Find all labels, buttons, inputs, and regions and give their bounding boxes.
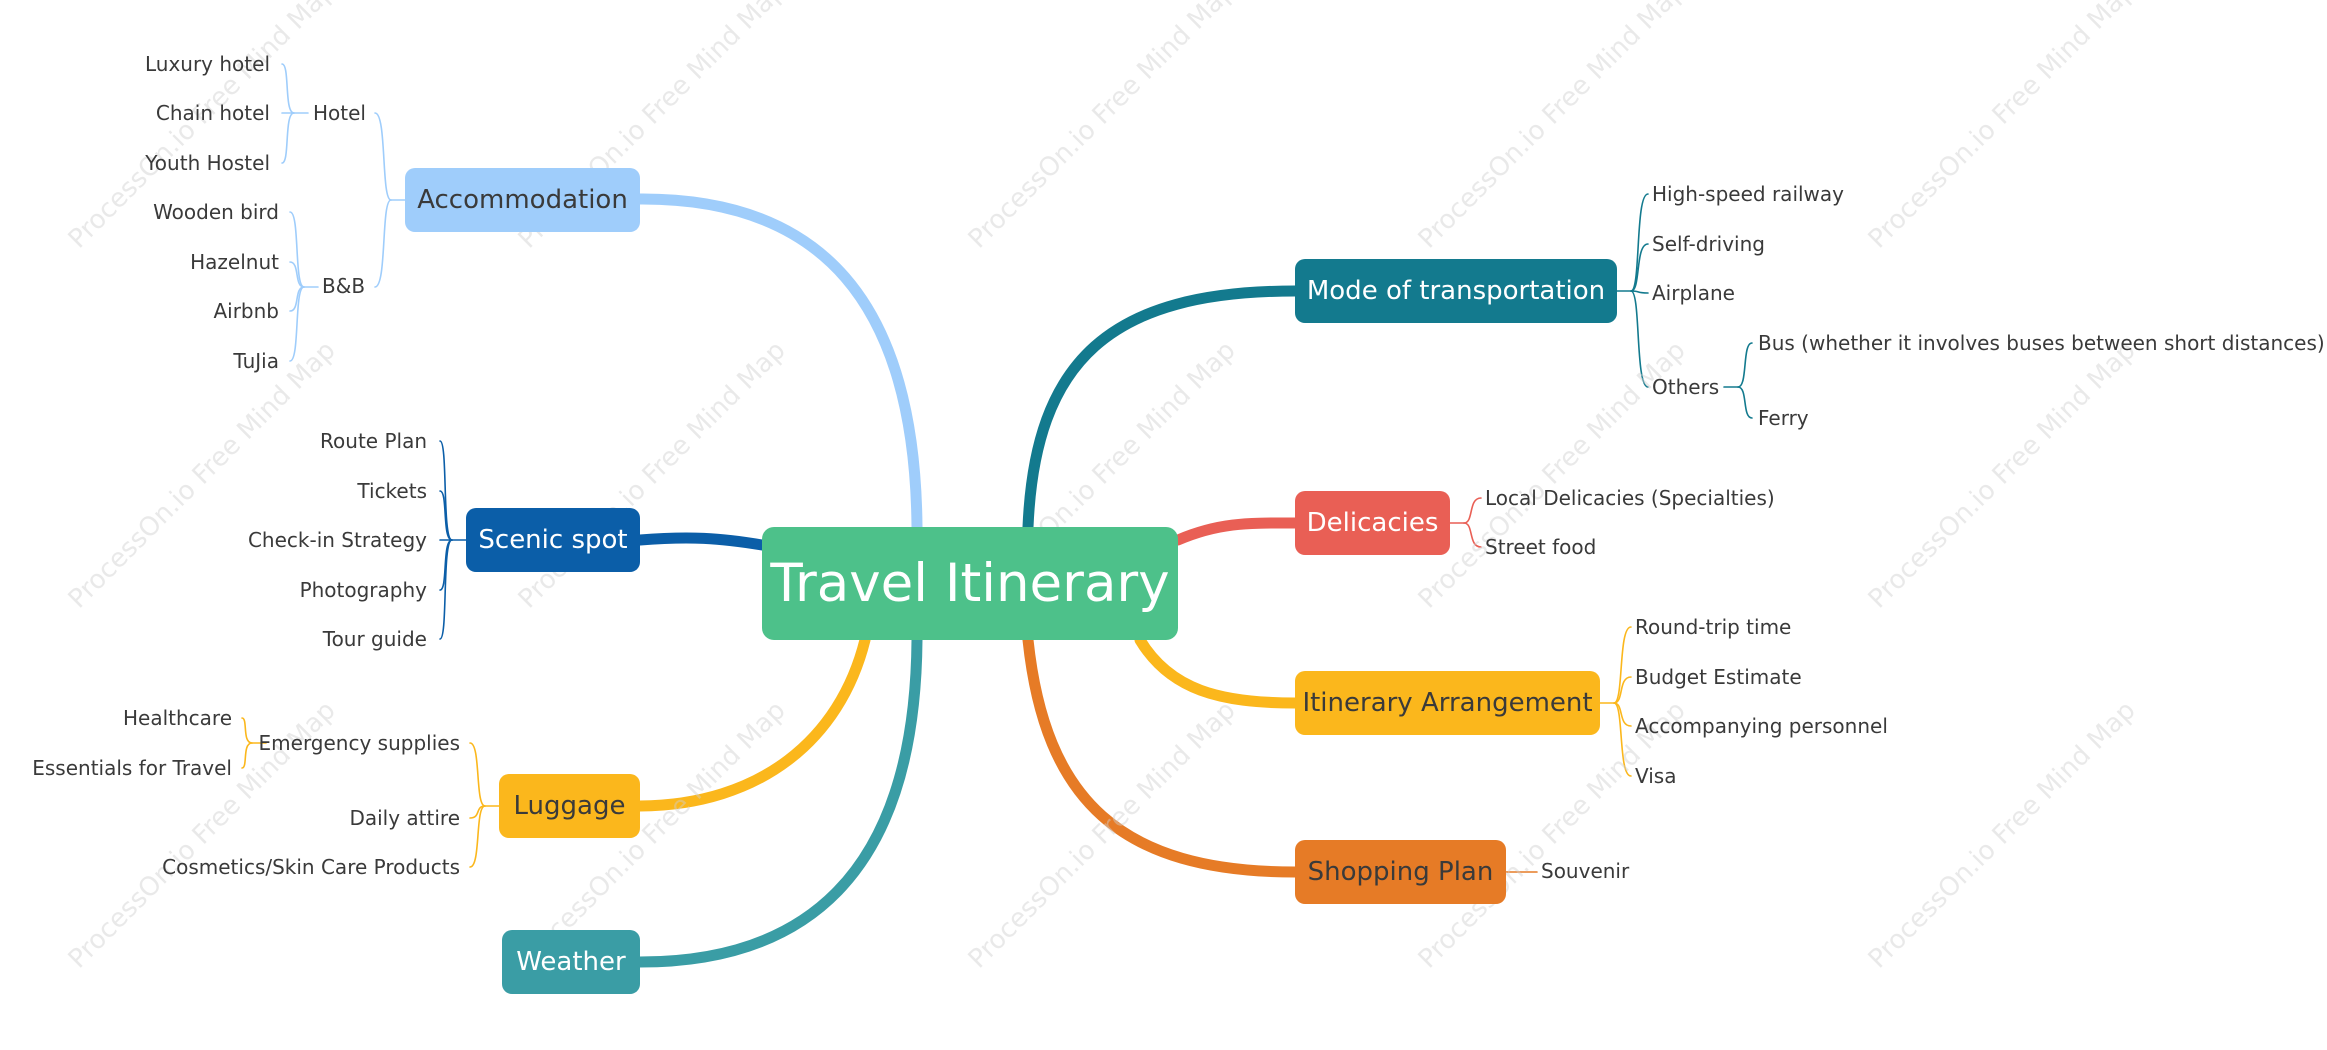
leaf-airplane[interactable]: Airplane	[1652, 281, 1735, 305]
subtopic-hotel[interactable]: Hotel	[313, 101, 366, 125]
fan-accommodation-0	[374, 112, 392, 201]
leaf-budget-estimate[interactable]: Budget Estimate	[1635, 665, 1802, 689]
fan-transport-3	[1630, 290, 1649, 388]
connector-weather	[634, 634, 923, 968]
leaf-local-delicacies[interactable]: Local Delicacies (Specialties)	[1485, 486, 1775, 510]
leaf-round-trip-time[interactable]: Round-trip time	[1635, 615, 1792, 639]
leaf-healthcare[interactable]: Healthcare	[122, 706, 232, 730]
leaf-high-speed-railway[interactable]: High-speed railway	[1652, 182, 1845, 206]
leaf-photography[interactable]: Photography	[299, 578, 427, 602]
fan-emergency-0	[241, 717, 253, 744]
topic-accommodation[interactable]: Accommodation	[405, 168, 640, 232]
leaf-tickets[interactable]: Tickets	[357, 479, 427, 503]
root-topic[interactable]: Travel Itinerary	[762, 527, 1178, 640]
leaf-wooden-bird[interactable]: Wooden bird	[153, 200, 279, 224]
leaf-tujia[interactable]: TuJia	[233, 349, 279, 373]
leaf-check-in-strategy[interactable]: Check-in Strategy	[247, 528, 427, 552]
leaf-souvenir[interactable]: Souvenir	[1541, 859, 1630, 883]
leaf-route-plan[interactable]: Route Plan	[320, 429, 427, 453]
subtopic-others[interactable]: Others	[1652, 375, 1720, 399]
fan-itinerary-3	[1613, 702, 1632, 777]
fan-bnb-2	[289, 286, 305, 312]
leaf-street-food[interactable]: Street food	[1485, 535, 1597, 559]
connector-itinerary	[1134, 634, 1301, 709]
fan-luggage-2	[469, 805, 486, 868]
leaf-ferry[interactable]: Ferry	[1758, 406, 1809, 430]
connector-delicacies	[1172, 517, 1301, 546]
fan-emergency-1	[241, 742, 253, 769]
leaf-bus[interactable]: Bus (whether it involves buses between s…	[1758, 331, 2325, 355]
leaf-essentials-for-travel[interactable]: Essentials for Travel	[32, 756, 232, 780]
connector-shopping	[1022, 634, 1301, 878]
leaf-accompanying-personnel[interactable]: Accompanying personnel	[1635, 714, 1888, 738]
fan-transport-0	[1630, 193, 1649, 292]
leaf-youth-hostel[interactable]: Youth Hostel	[145, 151, 270, 175]
leaf-self-driving[interactable]: Self-driving	[1652, 232, 1765, 256]
topic-shopping-plan[interactable]: Shopping Plan	[1295, 840, 1506, 904]
fan-hotel-2	[281, 112, 295, 164]
topic-delicacies[interactable]: Delicacies	[1295, 491, 1450, 555]
fan-transport-1	[1630, 243, 1649, 292]
topic-mode-of-transportation[interactable]: Mode of transportation	[1295, 259, 1617, 323]
leaf-visa[interactable]: Visa	[1635, 764, 1677, 788]
topic-luggage[interactable]: Luggage	[499, 774, 640, 838]
fan-accommodation-1	[374, 199, 392, 288]
leaf-tour-guide[interactable]: Tour guide	[322, 627, 427, 651]
leaf-daily-attire[interactable]: Daily attire	[349, 806, 460, 830]
fan-delicacies-0	[1463, 497, 1482, 524]
fan-scenic-4	[439, 539, 453, 640]
leaf-airbnb[interactable]: Airbnb	[213, 299, 279, 323]
topic-itinerary-arrangement[interactable]: Itinerary Arrangement	[1295, 671, 1600, 735]
connector-transport	[1022, 285, 1301, 533]
leaf-chain-hotel[interactable]: Chain hotel	[155, 101, 270, 125]
leaf-hazelnut[interactable]: Hazelnut	[190, 250, 279, 274]
topic-scenic-spot[interactable]: Scenic spot	[466, 508, 640, 572]
fan-hotel-0	[281, 63, 295, 114]
leaf-cosmetics-skin-care[interactable]: Cosmetics/Skin Care Products	[162, 855, 460, 879]
subtopic-emergency-supplies[interactable]: Emergency supplies	[258, 731, 460, 755]
fan-itinerary-0	[1613, 626, 1632, 704]
topic-weather[interactable]: Weather	[502, 930, 640, 994]
connector-luggage	[634, 634, 871, 812]
leaf-luxury-hotel[interactable]: Luxury hotel	[144, 52, 270, 76]
connector-scenic	[634, 532, 768, 551]
fan-luggage-0	[469, 742, 486, 807]
fan-transport-2	[1630, 290, 1649, 294]
fan-scenic-0	[439, 440, 453, 541]
fan-others-0	[1737, 342, 1753, 388]
connector-accommodation	[634, 193, 923, 533]
fan-bnb-3	[289, 286, 305, 362]
fan-delicacies-1	[1463, 522, 1482, 548]
subtopic-bnb[interactable]: B&B	[322, 274, 366, 298]
fan-bnb-0	[289, 211, 305, 288]
fan-itinerary-1	[1613, 676, 1632, 704]
fan-scenic-1	[439, 490, 453, 541]
fan-bnb-1	[289, 261, 305, 288]
fan-others-1	[1737, 386, 1753, 419]
